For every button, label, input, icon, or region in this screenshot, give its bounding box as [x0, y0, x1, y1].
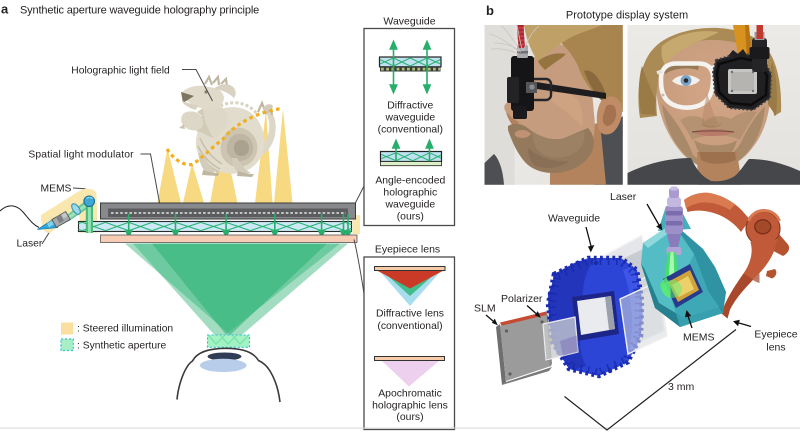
svg-text:holographic lens: holographic lens	[372, 401, 448, 412]
svg-text:: Steered illumination: : Steered illumination	[77, 324, 173, 335]
svg-text:Synthetic aperture waveguide h: Synthetic aperture waveguide holography …	[20, 5, 259, 17]
svg-text:Apochromatic: Apochromatic	[378, 389, 442, 400]
svg-text:Laser: Laser	[610, 191, 637, 203]
svg-text:MEMS: MEMS	[41, 184, 72, 195]
svg-text:Angle-encoded: Angle-encoded	[375, 176, 445, 187]
svg-text:SLM: SLM	[474, 303, 496, 315]
svg-text:b: b	[486, 3, 494, 18]
svg-text:a: a	[1, 2, 9, 17]
svg-text:Diffractive lens: Diffractive lens	[376, 309, 444, 320]
svg-text:Spatial light modulator: Spatial light modulator	[28, 150, 134, 161]
svg-text:(ours): (ours)	[396, 412, 423, 423]
svg-text:Waveguide: Waveguide	[548, 213, 600, 225]
svg-text:MEMS: MEMS	[683, 332, 715, 344]
svg-text:3 mm: 3 mm	[668, 381, 695, 393]
svg-text:lens: lens	[766, 342, 785, 354]
svg-text:Eyepiece: Eyepiece	[754, 329, 797, 341]
svg-text:Diffractive: Diffractive	[387, 101, 433, 112]
svg-text:waveguide: waveguide	[384, 200, 435, 211]
svg-text:Eyepiece lens: Eyepiece lens	[375, 243, 440, 255]
svg-text:Polarizer: Polarizer	[501, 293, 543, 305]
svg-text:(conventional): (conventional)	[378, 125, 443, 136]
svg-text:: Synthetic aperture: : Synthetic aperture	[77, 340, 167, 351]
svg-text:(ours): (ours)	[397, 212, 424, 223]
svg-text:Prototype display system: Prototype display system	[566, 10, 688, 22]
svg-text:Waveguide: Waveguide	[383, 16, 435, 28]
svg-text:waveguide: waveguide	[384, 113, 435, 124]
svg-text:Laser: Laser	[17, 239, 43, 250]
svg-text:Holographic light field: Holographic light field	[71, 66, 170, 77]
svg-text:holographic: holographic	[383, 188, 437, 199]
svg-text:(conventional): (conventional)	[377, 321, 442, 332]
